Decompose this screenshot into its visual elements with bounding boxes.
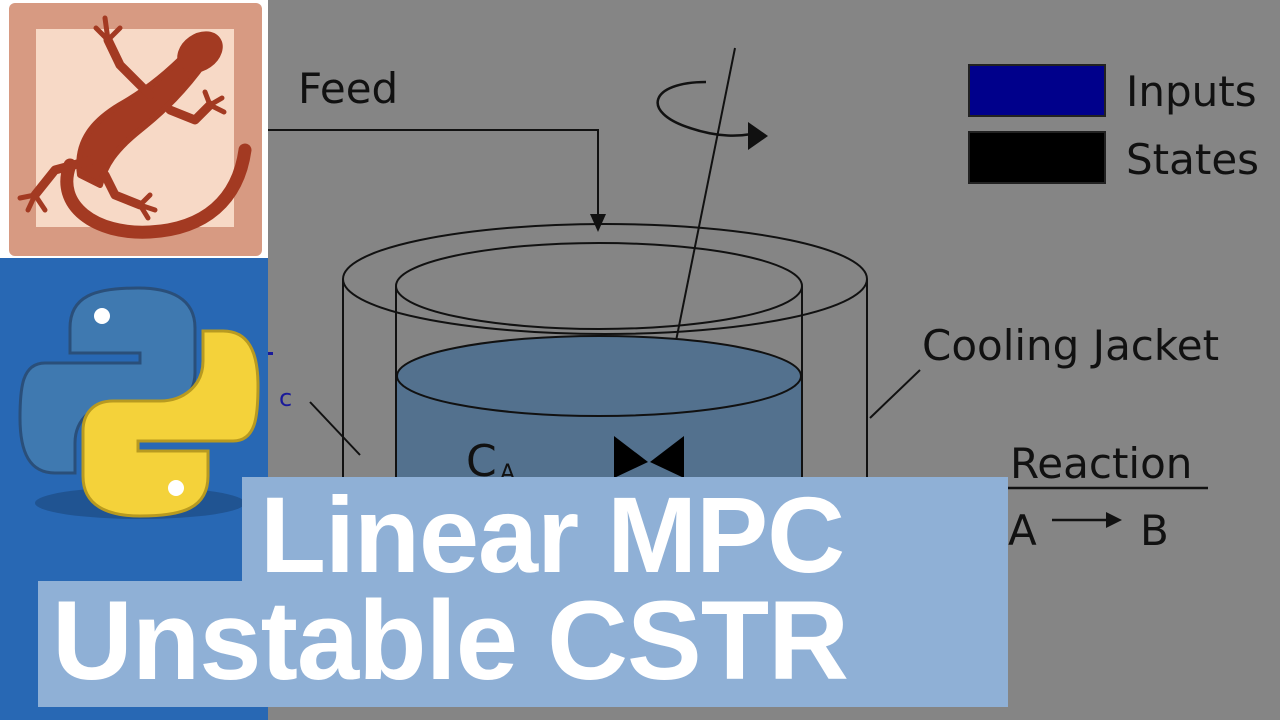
python-logo [18,286,260,519]
left-pointer-line [309,401,361,456]
reaction-to: B [1140,506,1169,555]
partial-label: c [279,384,292,412]
vessel-top-ellipse [395,242,803,330]
cooling-jacket-pointer [869,369,921,419]
reactor-liquid [397,336,801,478]
reaction-title: Reaction [1010,439,1192,488]
feed-arrow-head [590,214,606,232]
feed-arrow-line [268,129,599,222]
legend-states-label: States [1126,135,1259,184]
reaction-arrow-head [1106,512,1122,528]
gekko-logo [17,15,252,239]
jacket-top-ellipse [342,223,868,335]
legend-inputs-label: Inputs [1126,67,1257,116]
partial-tick [268,352,273,355]
impeller-left-blade [614,436,648,478]
rotation-arrow-head [748,122,768,150]
legend-states-swatch [968,131,1106,184]
legend-inputs-swatch [968,64,1106,117]
rotation-arrow [656,80,753,137]
gekko-logo-panel [0,0,268,258]
title-line-1: Linear MPC [242,477,1008,593]
liquid-surface [396,335,802,417]
cooling-jacket-label: Cooling Jacket [922,321,1219,370]
title-line-2: Unstable CSTR [38,581,1008,707]
impeller-right-blade [650,436,684,478]
feed-label: Feed [298,64,398,113]
reaction-from: A [1008,506,1037,555]
